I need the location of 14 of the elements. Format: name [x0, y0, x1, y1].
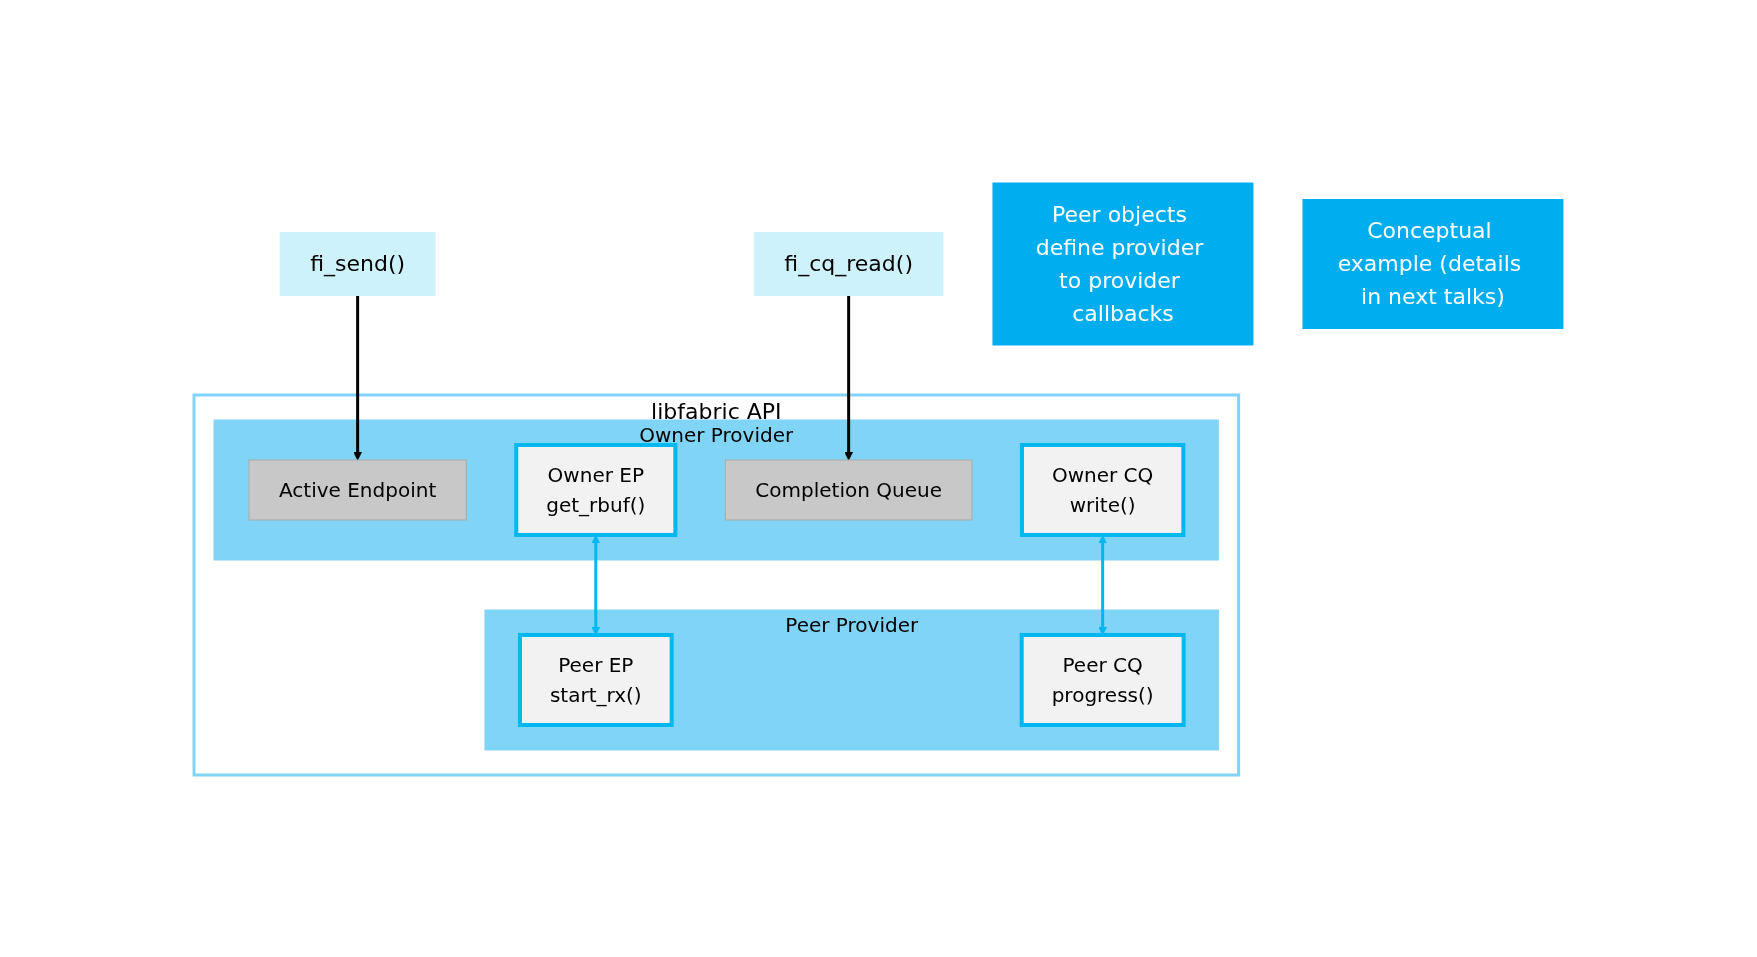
arrow [591, 534, 601, 635]
node-box: Peer EP start_rx() [517, 632, 674, 727]
node-box: Owner CQ write() [1020, 442, 1186, 537]
node-box: Peer objects define provider to provider callbacks [992, 182, 1254, 345]
node-box: Completion Queue [724, 459, 973, 520]
arrow [1098, 534, 1108, 635]
node-box: Active Endpoint [248, 459, 467, 520]
node-box: fi_cq_read() [753, 231, 944, 296]
arrow [353, 295, 363, 460]
node-box: Owner EP get_rbuf() [514, 442, 678, 537]
node-box: Peer CQ progress() [1019, 632, 1186, 727]
node-box: fi_send() [279, 231, 436, 296]
arrow [844, 295, 854, 460]
node-box: Conceptual example (details in next talks) [1302, 198, 1564, 329]
